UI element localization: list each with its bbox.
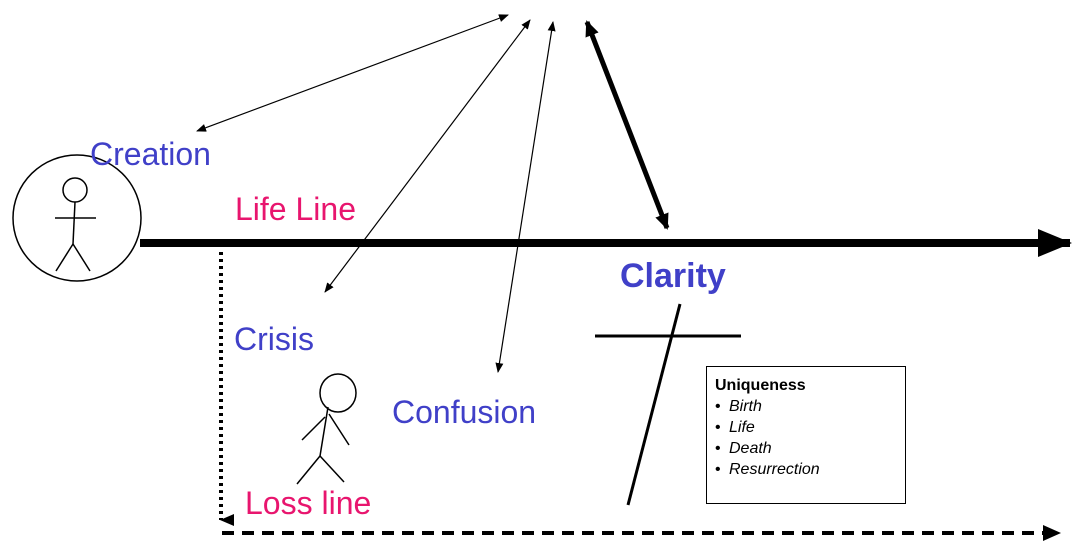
life-line-label: Life Line	[235, 191, 356, 227]
list-item: •Birth	[715, 398, 762, 415]
list-item: •Life	[715, 419, 755, 436]
creation-label: Creation	[90, 136, 211, 172]
list-item: •Resurrection	[715, 461, 820, 478]
uniqueness-title: Uniqueness	[715, 377, 806, 394]
uniqueness-item-resurrection: Resurrection	[729, 461, 820, 478]
uniqueness-list: •Birth •Life •Death •Resurrection	[715, 396, 897, 480]
stick-figure-icon	[296, 373, 357, 485]
uniqueness-item-life: Life	[729, 419, 755, 436]
uniqueness-item-death: Death	[729, 440, 772, 457]
crisis-arrow	[324, 19, 531, 293]
person-in-circle-icon	[12, 154, 142, 282]
loss-line-label: Loss line	[245, 485, 372, 521]
uniqueness-item-birth: Birth	[729, 398, 762, 415]
confusion-arrow	[495, 21, 556, 373]
crisis-label: Crisis	[234, 321, 314, 357]
list-item: •Death	[715, 440, 772, 457]
confusion-label: Confusion	[392, 394, 537, 430]
clarity-arrow	[584, 20, 670, 230]
uniqueness-box: Uniqueness •Birth •Life •Death •Resurrec…	[706, 366, 906, 504]
creation-arrow	[196, 14, 509, 132]
cross-icon	[595, 303, 741, 506]
clarity-label: Clarity	[620, 257, 726, 295]
